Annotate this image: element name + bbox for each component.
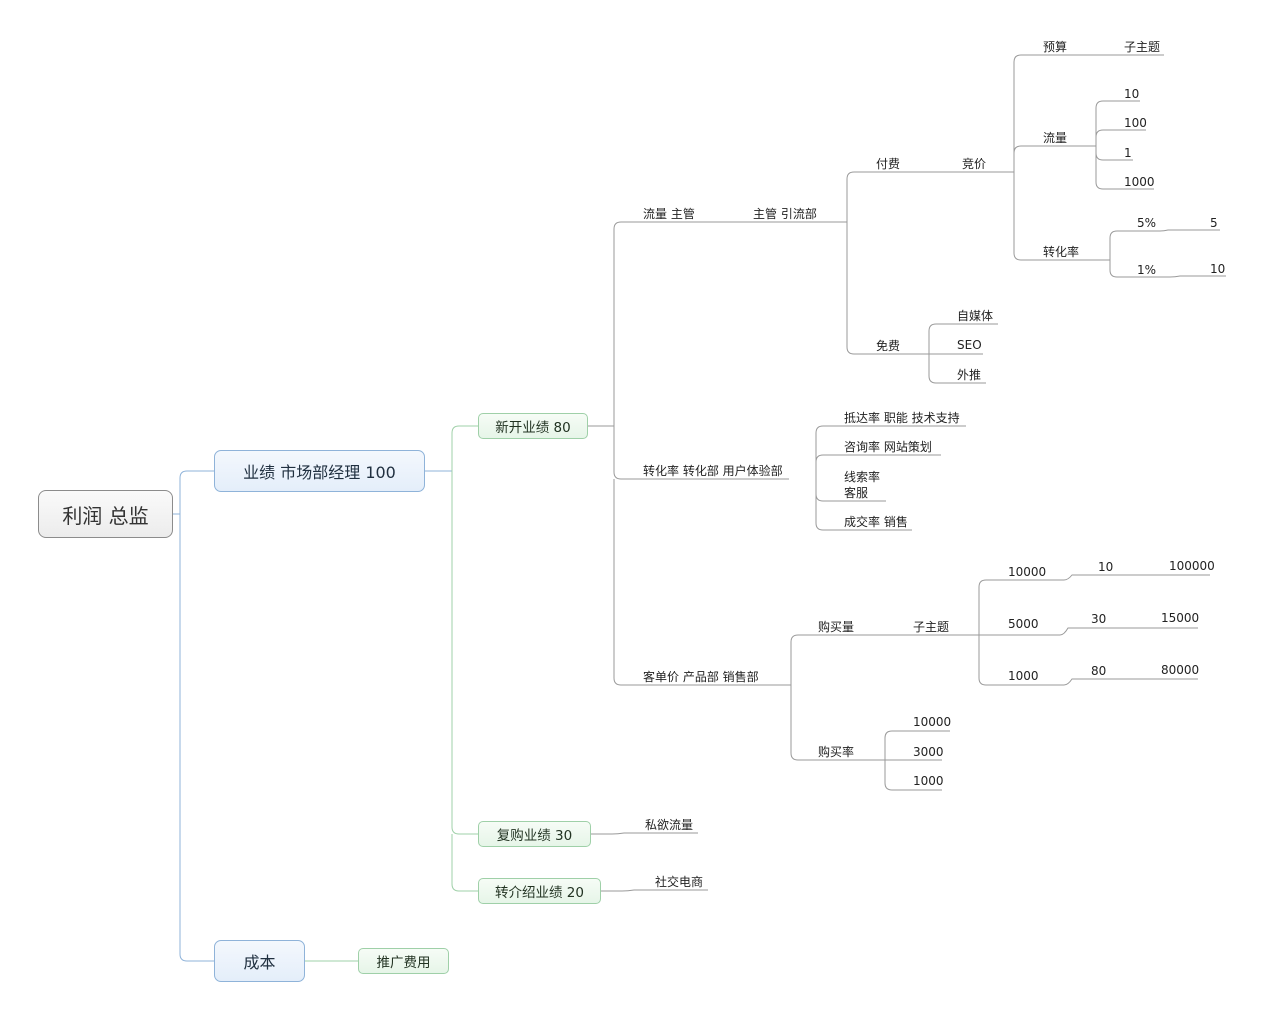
free-item[interactable]: 外推: [957, 368, 982, 382]
referral-label: 转介绍业绩 20: [495, 885, 584, 901]
flow-value[interactable]: 1000: [1124, 175, 1155, 189]
promotion-cost-label: 推广费用: [376, 955, 431, 971]
traffic-owner-label[interactable]: 主管 引流部: [753, 207, 817, 221]
purchase-volume-subtopic-label[interactable]: 子主题: [913, 620, 950, 634]
volume-multiplier[interactable]: 10: [1098, 560, 1114, 574]
new-business-label: 新开业绩 80: [495, 420, 571, 436]
paid-conversion-label[interactable]: 转化率: [1043, 245, 1080, 259]
budget-subtopic-label[interactable]: 子主题: [1124, 40, 1161, 54]
conversion-item[interactable]: 抵达率 职能 技术支持: [844, 411, 960, 425]
purchase-rate-value[interactable]: 1000: [913, 774, 944, 788]
main-topic-performance[interactable]: 业绩 市场部经理 100: [214, 450, 425, 492]
volume-value[interactable]: 10000: [1008, 565, 1047, 579]
conversion-item[interactable]: 咨询率 网站策划: [844, 440, 932, 454]
volume-result[interactable]: 80000: [1161, 663, 1200, 677]
central-topic-label: 利润 总监: [62, 503, 149, 528]
social-commerce-label[interactable]: 社交电商: [655, 875, 704, 889]
volume-value[interactable]: 5000: [1008, 617, 1039, 631]
flow-value[interactable]: 1: [1124, 146, 1132, 160]
purchase-rate-value[interactable]: 3000: [913, 745, 944, 759]
main-topic-cost[interactable]: 成本: [214, 940, 305, 982]
volume-multiplier[interactable]: 80: [1091, 664, 1107, 678]
flow-value[interactable]: 100: [1124, 116, 1147, 130]
cost-label: 成本: [243, 953, 276, 972]
repurchase-label: 复购业绩 30: [496, 828, 573, 844]
private-traffic-label[interactable]: 私欲流量: [645, 818, 694, 832]
conversion-item[interactable]: 客服: [844, 486, 869, 500]
bidding-label[interactable]: 竞价: [962, 157, 987, 171]
conversion-result-value[interactable]: 5: [1210, 216, 1218, 230]
conversion-branch-label[interactable]: 转化率 转化部 用户体验部: [643, 464, 783, 478]
subtopic-new-business[interactable]: 新开业绩 80: [478, 413, 588, 439]
avg-order-label[interactable]: 客单价 产品部 销售部: [643, 670, 759, 684]
conversion-rate-value[interactable]: 5%: [1137, 216, 1157, 230]
budget-label[interactable]: 预算: [1043, 40, 1068, 54]
conversion-item[interactable]: 成交率 销售: [844, 515, 908, 529]
free-label[interactable]: 免费: [876, 339, 901, 353]
traffic-supervisor-label[interactable]: 流量 主管: [643, 207, 695, 221]
purchase-volume-label[interactable]: 购买量: [818, 620, 855, 634]
subtopic-referral[interactable]: 转介绍业绩 20: [478, 878, 601, 904]
volume-multiplier[interactable]: 30: [1091, 612, 1107, 626]
purchase-rate-label[interactable]: 购买率: [818, 745, 855, 759]
free-item[interactable]: SEO: [957, 338, 982, 352]
conversion-result-value[interactable]: 10: [1210, 262, 1226, 276]
performance-label: 业绩 市场部经理 100: [243, 463, 396, 482]
purchase-rate-value[interactable]: 10000: [913, 715, 952, 729]
free-item[interactable]: 自媒体: [957, 309, 994, 323]
volume-value[interactable]: 1000: [1008, 669, 1039, 683]
paid-label[interactable]: 付费: [876, 157, 901, 171]
volume-result[interactable]: 100000: [1169, 559, 1215, 573]
conversion-rate-value[interactable]: 1%: [1137, 263, 1157, 277]
flow-value[interactable]: 10: [1124, 87, 1140, 101]
central-topic[interactable]: 利润 总监: [38, 490, 173, 538]
conversion-item[interactable]: 线索率: [844, 470, 881, 484]
flow-label[interactable]: 流量: [1043, 131, 1068, 145]
subtopic-repurchase[interactable]: 复购业绩 30: [478, 821, 591, 847]
subtopic-promotion-cost[interactable]: 推广费用: [358, 948, 449, 974]
volume-result[interactable]: 15000: [1161, 611, 1200, 625]
